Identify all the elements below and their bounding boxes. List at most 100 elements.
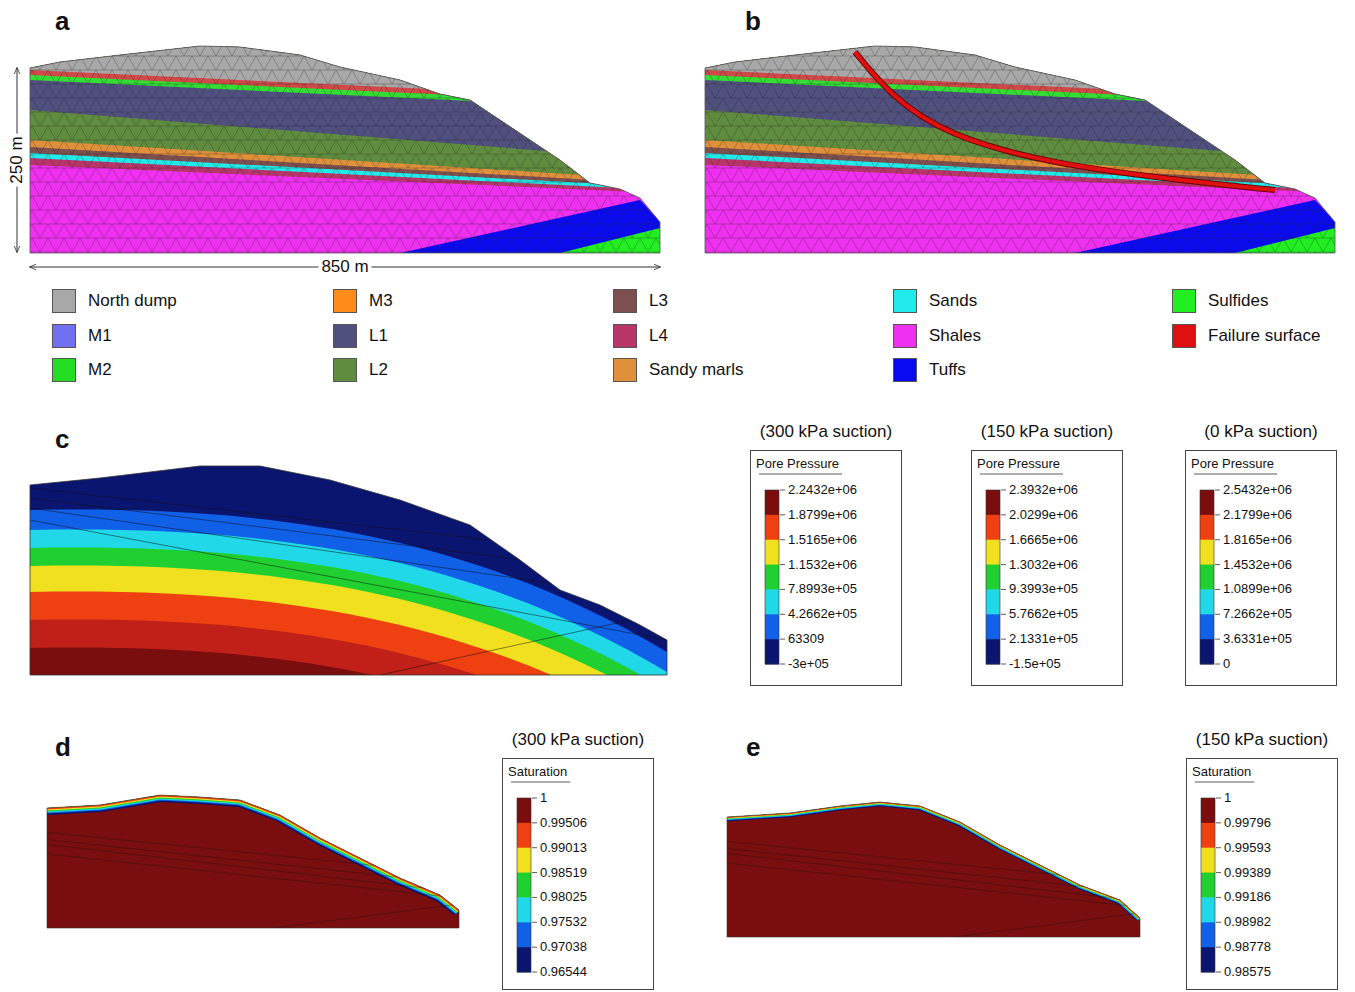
legend-text: Shales [929, 325, 981, 347]
legend-text: M2 [88, 359, 112, 381]
colorbar-value: 2.1331e+05 [1009, 631, 1078, 647]
saturated-zone [727, 802, 1140, 937]
colorbar-value: -1.5e+05 [1009, 656, 1061, 672]
dimension-label: 250 m [7, 133, 27, 186]
panel-letter: e [746, 732, 760, 762]
title-underline [759, 474, 842, 475]
saturation-field [47, 795, 459, 928]
unsaturated-skin [47, 795, 459, 910]
legend-swatch [613, 324, 637, 348]
colorbar-value: 0.98519 [540, 865, 587, 881]
colorbar-segment [517, 897, 531, 922]
colorbar-tick [1001, 589, 1006, 590]
colorbar-value: 7.2662e+05 [1223, 606, 1292, 622]
colorbar-segment [1200, 540, 1214, 565]
colorbar-value: 4.2662e+05 [788, 606, 857, 622]
legend-text: Sulfides [1208, 290, 1268, 312]
legend-text: L1 [369, 325, 388, 347]
colorbar-value: 1.6665e+06 [1009, 532, 1078, 548]
legend-swatch [52, 324, 76, 348]
colorbar-value: 1.8165e+06 [1223, 532, 1292, 548]
saturated-zone [47, 795, 459, 928]
layer-line [274, 904, 459, 928]
unsaturated-skin [727, 802, 1140, 918]
colorbar-legend: (300 kPa suction)Pore Pressure2.2432e+06… [750, 420, 902, 686]
slope-mesh [705, 0, 1335, 253]
shales-layer [30, 0, 660, 253]
panel-letter: d [55, 732, 71, 762]
colorbar-segment [986, 540, 1000, 565]
colorbar-value: 0 [1223, 656, 1230, 672]
layer-line [380, 612, 667, 675]
colorbar-outline [1201, 798, 1215, 972]
layer-line [47, 832, 459, 874]
contour-band [30, 620, 680, 770]
colorbar-value: 9.3993e+05 [1009, 581, 1078, 597]
colorbar-segment [1201, 873, 1215, 898]
colorbar-tick [780, 589, 785, 590]
colorbar-tick [1215, 539, 1220, 540]
colorbar-outline [1200, 490, 1214, 664]
layer-line [47, 840, 459, 884]
colorbar-segment [1201, 922, 1215, 947]
legend-swatch [333, 324, 357, 348]
layer-line [47, 844, 459, 892]
panel-letter: c [55, 424, 69, 454]
colorbar-tick [532, 922, 537, 923]
colorbar-legend: (300 kPa suction)Saturation10.995060.990… [502, 728, 654, 990]
colorbar-tick [1216, 872, 1221, 873]
colorbar-value: 0.98575 [1224, 964, 1271, 980]
layer-line [727, 841, 1140, 883]
slope-mesh [30, 0, 660, 253]
colorbar-tick [1001, 490, 1006, 491]
layer-line [727, 863, 1140, 907]
colorbar-segment [986, 614, 1000, 639]
colorbar-segment [1200, 639, 1214, 664]
slope-outline [30, 46, 660, 253]
panel-letter: b [745, 6, 761, 36]
layer-line [954, 913, 1140, 937]
colorbar-value: 0.98778 [1224, 939, 1271, 955]
colorbar-tick [532, 897, 537, 898]
legend-text: M3 [369, 290, 393, 312]
colorbar-segment [1200, 565, 1214, 590]
legend-text: North dump [88, 290, 177, 312]
colorbar-value: 0.97038 [540, 939, 587, 955]
colorbar-value: 1.0899e+06 [1223, 581, 1292, 597]
legend-swatch [52, 289, 76, 313]
suction-heading: (150 kPa suction) [1186, 728, 1338, 752]
colorbar-value: 0.99796 [1224, 815, 1271, 831]
colorbar-value: 2.2432e+06 [788, 482, 857, 498]
colorbar-tick [780, 639, 785, 640]
unsaturated-skin [47, 795, 459, 910]
colorbar-segment [517, 922, 531, 947]
colorbar-legend: (150 kPa suction)Pore Pressure2.3932e+06… [971, 420, 1123, 686]
colorbar-value: 3.6331e+05 [1223, 631, 1292, 647]
colorbar-value: 1 [1224, 790, 1231, 806]
colorbar-tick [1215, 490, 1220, 491]
colorbar-frame: Saturation10.997960.995930.993890.991860… [1186, 758, 1338, 990]
colorbar-segment [517, 798, 531, 823]
colorbar-segment [1201, 798, 1215, 823]
dimension-label: 850 m [318, 257, 371, 277]
colorbar-tick [532, 972, 537, 973]
colorbar-tick [1215, 614, 1220, 615]
colorbar-value: 0.99593 [1224, 840, 1271, 856]
colorbar-segment [1200, 490, 1214, 515]
colorbar-segment [1200, 589, 1214, 614]
suction-heading: (300 kPa suction) [502, 728, 654, 752]
unsaturated-skin [47, 795, 459, 910]
colorbar-tick [1216, 847, 1221, 848]
colorbar-frame: Pore Pressure2.2432e+061.8799e+061.5165e… [750, 450, 902, 686]
colorbar-value: 1 [540, 790, 547, 806]
failure-surface [855, 52, 1275, 190]
colorbar-segment [1200, 614, 1214, 639]
colorbar-tick [1215, 664, 1220, 665]
colorbar-tick [780, 514, 785, 515]
legend-text: Sandy marls [649, 359, 743, 381]
colorbar-segment [1201, 848, 1215, 873]
colorbar-value: 0.99013 [540, 840, 587, 856]
legend-swatch [893, 358, 917, 382]
colorbar-tick [780, 490, 785, 491]
colorbar-outline [765, 490, 779, 664]
